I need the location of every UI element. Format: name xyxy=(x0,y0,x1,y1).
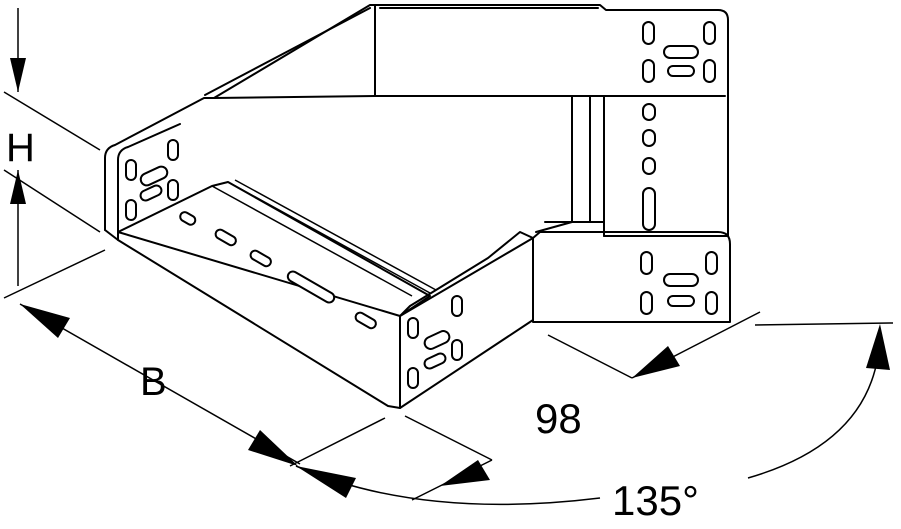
inner-back-wall xyxy=(213,95,726,237)
slot-hole xyxy=(139,184,163,202)
slot-hole xyxy=(423,352,447,370)
arrow-head xyxy=(440,460,490,486)
width-label: B xyxy=(140,360,167,404)
angle-dimension xyxy=(295,322,894,506)
arrow-head xyxy=(632,346,680,378)
slot-hole xyxy=(642,187,656,231)
slot-hole xyxy=(703,21,716,45)
slot-hole xyxy=(640,251,653,275)
slot-hole xyxy=(167,139,179,161)
slot-hole xyxy=(642,21,655,45)
width-dimension xyxy=(3,249,386,467)
height-label: H xyxy=(6,126,35,170)
slot-hole xyxy=(139,165,169,187)
slot-hole xyxy=(642,103,656,121)
right-end-plate-lower xyxy=(640,251,718,315)
length-dimension xyxy=(404,311,761,501)
arrow-head xyxy=(10,170,26,204)
slot-hole xyxy=(125,199,137,221)
arrow-head xyxy=(248,430,298,466)
slot-hole xyxy=(663,45,699,59)
slot-hole xyxy=(667,65,695,77)
arrow-head xyxy=(10,58,26,92)
floor-slot xyxy=(214,228,237,247)
right-end-plate-upper xyxy=(642,21,716,83)
slot-hole xyxy=(407,317,419,339)
slot-hole xyxy=(451,339,463,361)
slot-hole xyxy=(663,273,699,287)
slot-hole xyxy=(703,59,716,83)
slot-hole xyxy=(705,251,718,275)
slot-hole xyxy=(407,367,419,389)
slot-hole xyxy=(705,291,718,315)
slot-hole xyxy=(640,291,653,315)
height-dimension xyxy=(3,8,101,286)
front-end-plate xyxy=(399,231,534,409)
slot-hole xyxy=(667,295,695,307)
slot-hole xyxy=(642,157,656,175)
slot-hole xyxy=(125,159,137,181)
floor-slot xyxy=(354,311,377,330)
length-value: 98 xyxy=(535,395,582,442)
slot-hole xyxy=(423,330,451,350)
slot-hole xyxy=(167,179,179,201)
angle-value: 135° xyxy=(612,477,699,524)
arrow-head xyxy=(20,304,70,338)
right-section-wall xyxy=(374,4,731,323)
left-section-floor xyxy=(117,179,437,330)
arrow-head xyxy=(866,324,890,370)
slot-hole xyxy=(642,59,655,83)
floor-slot xyxy=(286,270,336,304)
floor-slot xyxy=(179,211,197,226)
floor-slot xyxy=(249,249,272,268)
slot-hole xyxy=(451,295,463,317)
slot-hole xyxy=(642,129,656,147)
left-end-plate xyxy=(104,4,376,233)
arrow-head xyxy=(296,466,356,498)
right-wall-mid-holes xyxy=(642,103,656,231)
